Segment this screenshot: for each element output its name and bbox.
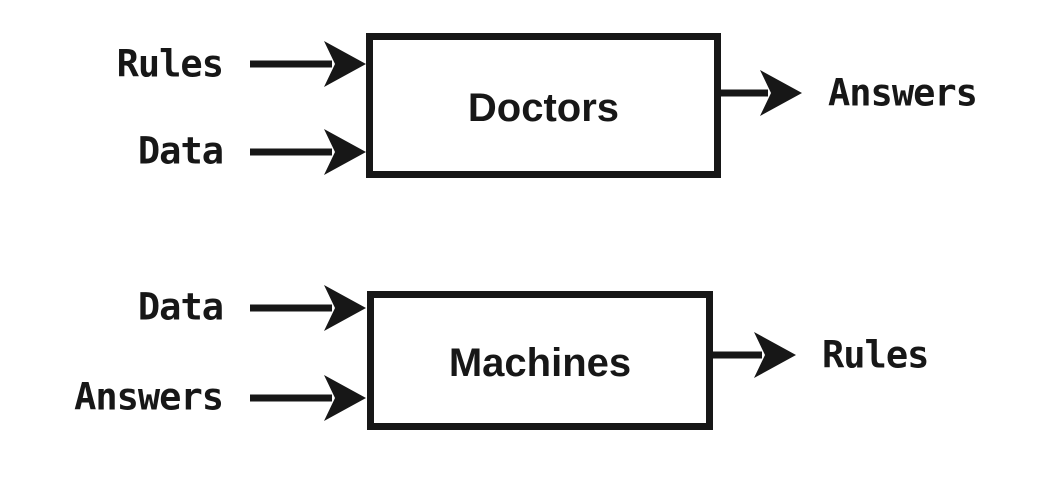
input-label-answers: Answers xyxy=(74,375,224,419)
arrow-machines-to-rules xyxy=(708,332,796,378)
input-label-data: Data xyxy=(137,285,224,329)
arrow-answers-to-machines xyxy=(250,375,366,421)
output-label-rules: Rules xyxy=(822,333,929,377)
arrow-doctors-to-answers xyxy=(716,70,802,116)
arrow-data-to-machines xyxy=(250,285,366,331)
arrow-data-to-doctors xyxy=(250,129,366,175)
process-box-doctors: Doctors xyxy=(366,33,721,178)
process-label-doctors: Doctors xyxy=(467,85,620,130)
input-label-data: Data xyxy=(137,129,224,173)
arrow-rules-to-doctors xyxy=(250,41,366,87)
input-label-rules: Rules xyxy=(116,42,224,86)
process-label-machines: Machines xyxy=(448,340,632,385)
output-label-answers: Answers xyxy=(828,71,978,115)
process-box-machines: Machines xyxy=(367,291,713,430)
